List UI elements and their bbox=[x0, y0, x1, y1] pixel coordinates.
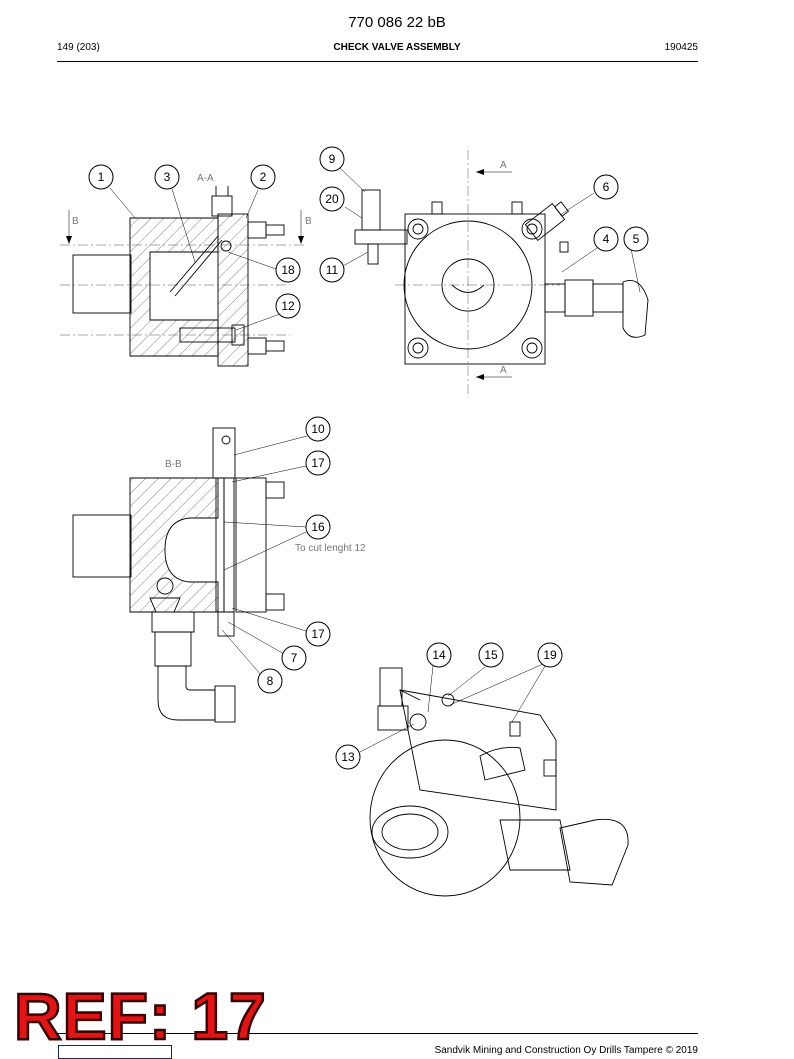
front-view: A A bbox=[354, 150, 649, 395]
callout-5: 5 bbox=[623, 226, 649, 252]
svg-text:7: 7 bbox=[291, 651, 298, 665]
section-marker-b-left: B bbox=[72, 216, 79, 227]
callout-2: 2 bbox=[250, 164, 276, 190]
document-number: 770 086 22 bB bbox=[348, 14, 446, 31]
svg-text:3: 3 bbox=[164, 170, 171, 184]
svg-text:15: 15 bbox=[484, 648, 498, 662]
callout-6: 6 bbox=[593, 174, 619, 200]
callout-4: 4 bbox=[593, 226, 619, 252]
section-marker-b-right: B bbox=[305, 216, 312, 227]
cut-length-note: To cut lenght 12 bbox=[295, 543, 366, 554]
callout-7: 7 bbox=[281, 645, 307, 671]
callout-17-top: 17 bbox=[305, 450, 331, 476]
page-title: CHECK VALVE ASSEMBLY bbox=[333, 42, 461, 53]
svg-text:10: 10 bbox=[311, 422, 325, 436]
callout-11: 11 bbox=[319, 257, 345, 283]
svg-text:18: 18 bbox=[281, 263, 295, 277]
svg-text:17: 17 bbox=[311, 456, 325, 470]
section-label-aa: A-A bbox=[197, 173, 214, 184]
section-bb-view: B-B To cut lenght 12 bbox=[72, 427, 366, 723]
svg-text:12: 12 bbox=[281, 299, 295, 313]
copyright-text: Sandvik Mining and Construction Oy Drill… bbox=[434, 1045, 698, 1056]
callout-15: 15 bbox=[478, 642, 504, 668]
callout-10: 10 bbox=[305, 416, 331, 442]
svg-text:4: 4 bbox=[603, 232, 610, 246]
callout-12: 12 bbox=[275, 293, 301, 319]
section-label-bb: B-B bbox=[165, 459, 182, 470]
callout-8: 8 bbox=[257, 668, 283, 694]
callout-14: 14 bbox=[426, 642, 452, 668]
svg-text:16: 16 bbox=[311, 520, 325, 534]
svg-text:6: 6 bbox=[603, 180, 610, 194]
callout-20: 20 bbox=[319, 186, 345, 212]
svg-text:1: 1 bbox=[98, 170, 105, 184]
footer-divider bbox=[57, 1033, 698, 1034]
section-marker-a-bottom: A bbox=[500, 365, 507, 376]
svg-text:11: 11 bbox=[326, 263, 339, 277]
leader-lines bbox=[109, 167, 641, 753]
svg-text:20: 20 bbox=[325, 192, 339, 206]
callout-1: 1 bbox=[88, 164, 114, 190]
section-aa-view: B B A-A bbox=[60, 173, 312, 367]
page-number: 149 (203) bbox=[57, 42, 100, 53]
callout-19: 19 bbox=[537, 642, 563, 668]
svg-text:5: 5 bbox=[633, 232, 640, 246]
ref-stamp: REF: 17 bbox=[13, 979, 267, 1053]
date-code: 190425 bbox=[664, 42, 698, 53]
svg-text:9: 9 bbox=[329, 152, 336, 166]
svg-text:14: 14 bbox=[432, 648, 446, 662]
header-divider bbox=[57, 61, 698, 62]
svg-text:17: 17 bbox=[311, 627, 325, 641]
callout-9: 9 bbox=[319, 146, 345, 172]
svg-text:2: 2 bbox=[260, 170, 267, 184]
svg-text:19: 19 bbox=[543, 648, 557, 662]
svg-text:8: 8 bbox=[267, 674, 274, 688]
callout-3: 3 bbox=[154, 164, 180, 190]
section-marker-a-top: A bbox=[500, 160, 507, 171]
callout-18: 18 bbox=[275, 257, 301, 283]
isometric-view bbox=[369, 667, 629, 897]
callout-13: 13 bbox=[335, 744, 361, 770]
callout-16: 16 bbox=[305, 514, 331, 540]
callout-17-bottom: 17 bbox=[305, 621, 331, 647]
svg-text:13: 13 bbox=[341, 750, 355, 764]
